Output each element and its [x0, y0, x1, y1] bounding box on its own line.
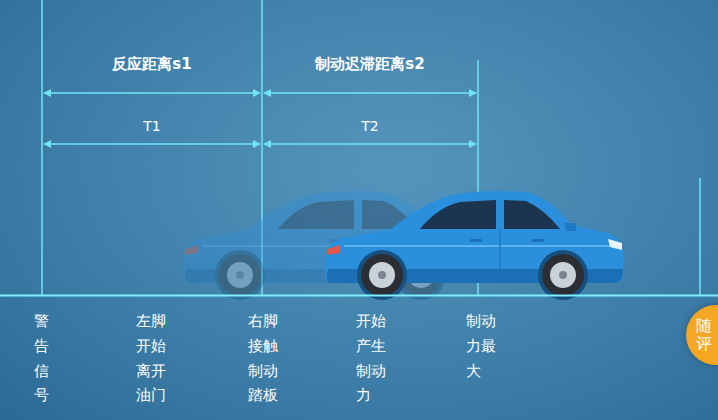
time-label: T2 [361, 118, 378, 134]
event-label: 右脚接触制动踏板 [248, 309, 280, 408]
event-label: 制动力最大 [466, 309, 498, 383]
time-label: T1 [143, 118, 160, 134]
ground-line [0, 295, 718, 297]
event-label: 左脚开始离开油门 [136, 309, 168, 408]
car [325, 191, 624, 300]
event-label: 开始产生制动力 [356, 309, 388, 408]
distance-label: 反应距离s1 [112, 55, 191, 74]
event-label: 警告信号 [34, 309, 50, 408]
distance-label: 制动迟滞距离s2 [315, 55, 424, 74]
button-text: 随评 [696, 317, 713, 352]
dimension-arrows [44, 93, 476, 144]
review-button: 随评 [686, 305, 718, 365]
